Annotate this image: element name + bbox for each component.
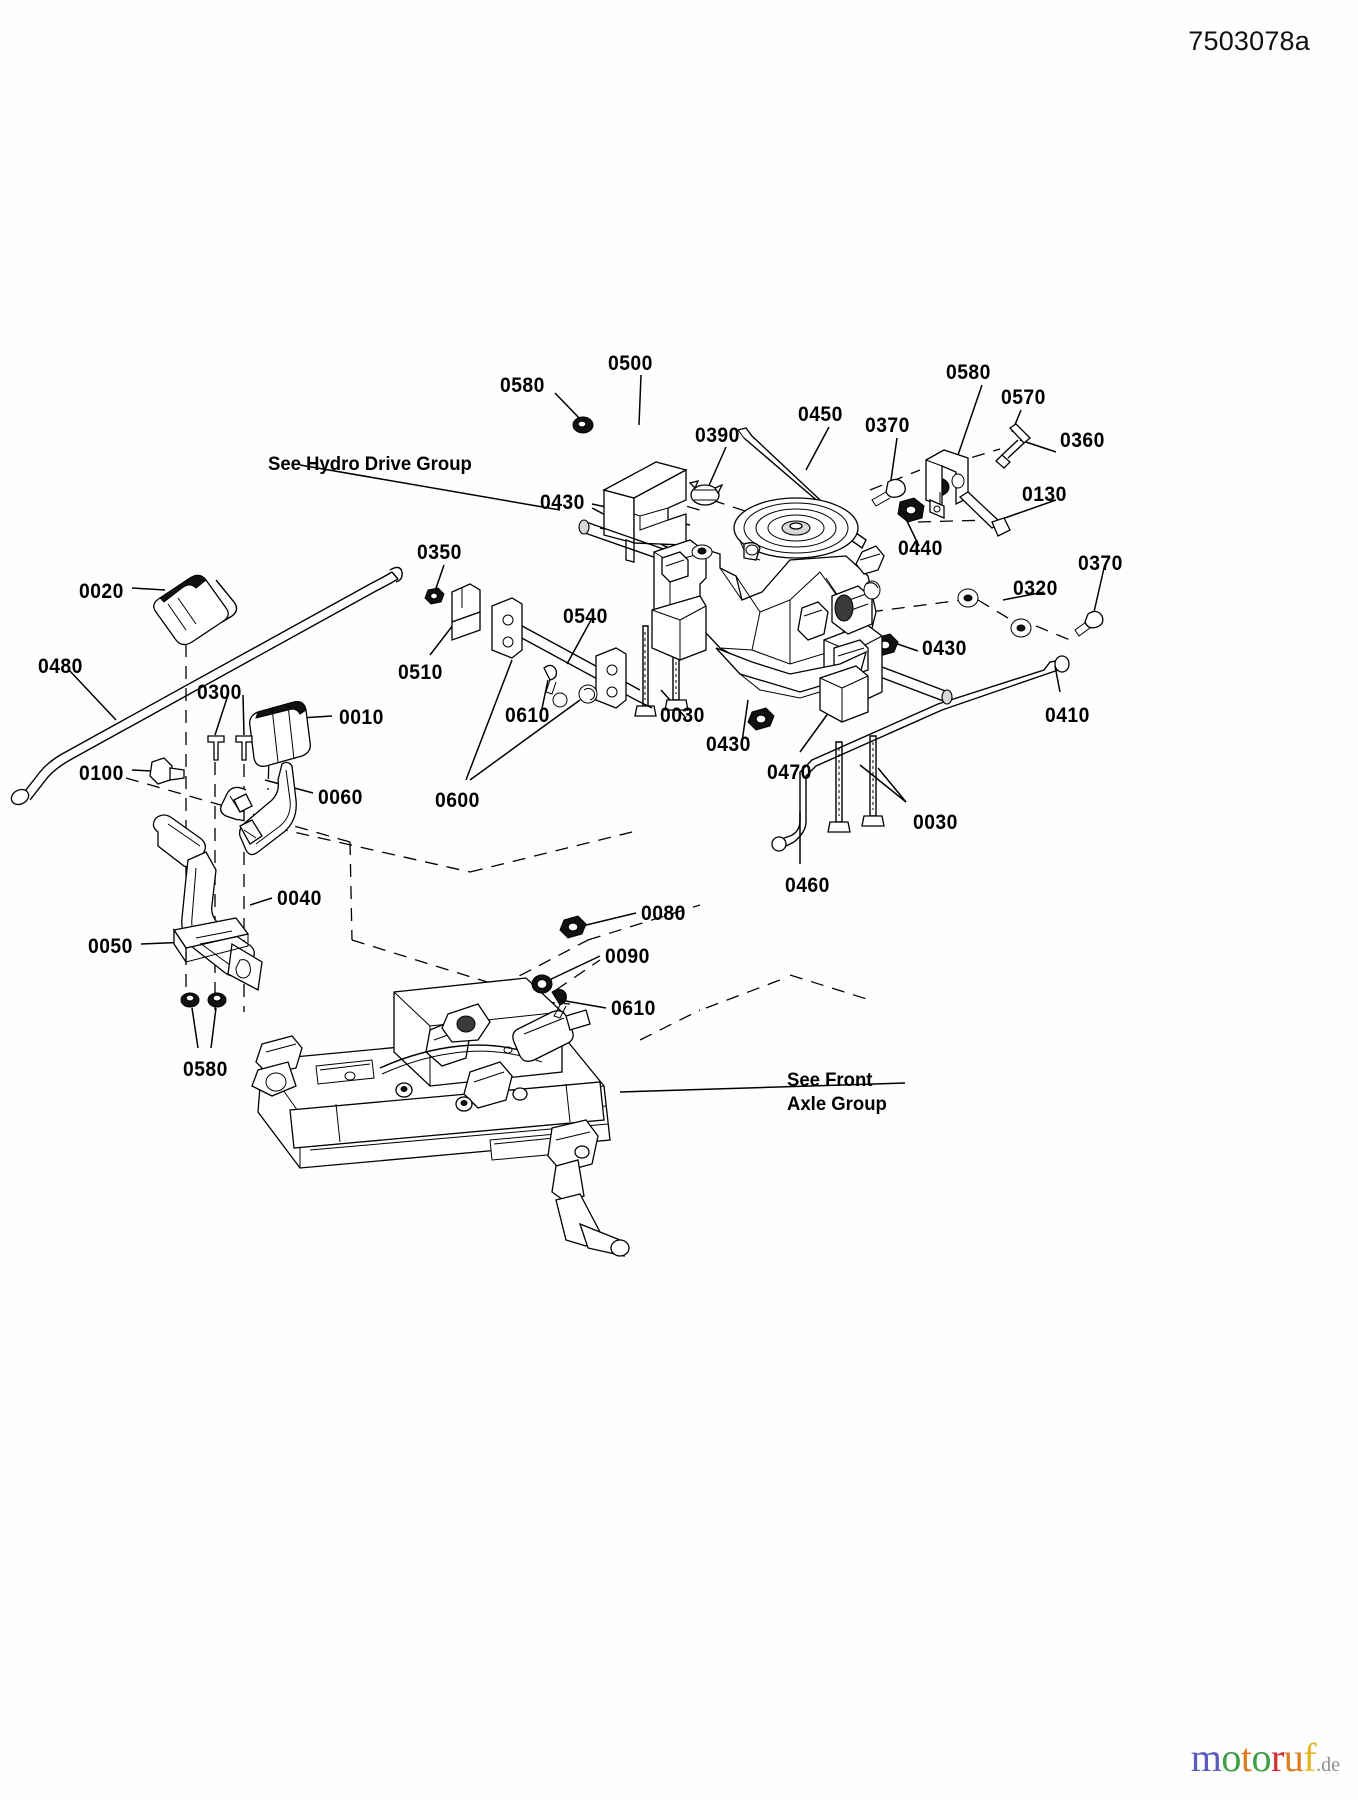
callout-0580-36: 0580 — [183, 1058, 228, 1081]
callout-0030-29: 0030 — [913, 811, 958, 834]
callout-0350-11: 0350 — [417, 541, 462, 564]
callout-0360-7: 0360 — [1060, 429, 1105, 452]
part-0350-nut — [424, 587, 445, 605]
callout-0580-1: 0580 — [500, 374, 545, 397]
part-0060-pedal-arm — [220, 761, 297, 856]
callout-0440-10: 0440 — [898, 537, 943, 560]
callout-0430-16: 0430 — [922, 637, 967, 660]
watermark-letter-2: t — [1240, 1735, 1252, 1780]
watermark-tld: .de — [1316, 1754, 1340, 1776]
part-0020-grip — [153, 574, 238, 646]
group-note-front-axle: See Front Axle Group — [787, 1069, 887, 1116]
callout-0030-20: 0030 — [660, 704, 705, 727]
part-0580-bushing-right — [926, 477, 950, 497]
callout-0500-0: 0500 — [608, 352, 653, 375]
callout-0390-6: 0390 — [695, 424, 740, 447]
callout-0040-31: 0040 — [277, 887, 322, 910]
callout-0300-21: 0300 — [197, 681, 242, 704]
watermark-letter-1: o — [1221, 1735, 1241, 1780]
callout-0610-19: 0610 — [505, 704, 550, 727]
part-0040-pivot-rod — [152, 814, 263, 992]
part-0570-bracket — [925, 449, 969, 519]
part-0470-bracket — [819, 665, 869, 723]
callout-0610-35: 0610 — [611, 997, 656, 1020]
motoruf-watermark: motoruf.de — [1191, 1738, 1340, 1778]
callout-0460-30: 0460 — [785, 874, 830, 897]
leader-lines — [68, 374, 1105, 1093]
callout-0430-9: 0430 — [540, 491, 585, 514]
transaxle-small-details — [855, 545, 885, 600]
part-0050-plate — [172, 917, 250, 965]
callout-0600-28: 0600 — [435, 789, 480, 812]
part-0430-rod-left — [578, 519, 673, 563]
part-0300-rivets — [207, 735, 253, 761]
part-0430-rod-right — [871, 663, 953, 705]
part-0580-bushing-upper-left — [572, 416, 594, 434]
part-0130-bolt — [958, 491, 1011, 537]
callout-0370-12: 0370 — [1078, 552, 1123, 575]
part-0370-clip-upper — [871, 478, 906, 507]
callout-0090-34: 0090 — [605, 945, 650, 968]
callout-0540-15: 0540 — [563, 605, 608, 628]
part-0370-clip-lower — [1074, 610, 1104, 637]
group-note-hydro-drive: See Hydro Drive Group — [268, 453, 472, 475]
callout-0450-4: 0450 — [798, 403, 843, 426]
part-0360-pin — [995, 423, 1031, 469]
callout-0470-26: 0470 — [767, 761, 812, 784]
part-0610-clips — [543, 664, 598, 708]
drawing-number: 7503078a — [1188, 26, 1310, 56]
callout-0130-8: 0130 — [1022, 483, 1067, 506]
part-0390-knob — [688, 480, 724, 506]
callout-0480-17: 0480 — [38, 655, 83, 678]
callout-0510-18: 0510 — [398, 661, 443, 684]
callout-0320-14: 0320 — [1013, 577, 1058, 600]
watermark-letter-4: r — [1270, 1735, 1284, 1780]
callout-0100-25: 0100 — [79, 762, 124, 785]
fasteners-0080-0090-0610 — [531, 915, 587, 1019]
part-0010-pedal-pad — [249, 701, 311, 767]
callout-0430-24: 0430 — [706, 733, 751, 756]
part-0450-rod — [737, 427, 867, 550]
callout-0580-2: 0580 — [946, 361, 991, 384]
callout-0410-23: 0410 — [1045, 704, 1090, 727]
part-0500-bracket — [602, 461, 688, 563]
callout-0020-13: 0020 — [79, 580, 124, 603]
transaxle-assembly — [651, 497, 883, 707]
watermark-letter-3: o — [1251, 1735, 1271, 1780]
callout-0060-27: 0060 — [318, 786, 363, 809]
callout-0050-33: 0050 — [88, 935, 133, 958]
watermark-letter-0: m — [1190, 1735, 1222, 1780]
part-0100-bolt — [149, 757, 185, 785]
callout-0080-32: 0080 — [641, 902, 686, 925]
part-0580-bushings-lower — [180, 992, 227, 1008]
callout-0570-3: 0570 — [1001, 386, 1046, 409]
part-0510-bracket — [451, 583, 481, 641]
callout-0370-5: 0370 — [865, 414, 910, 437]
front-axle-assembly — [251, 977, 630, 1257]
watermark-letter-6: f — [1303, 1735, 1317, 1780]
part-0440-nut — [897, 497, 925, 523]
callout-0010-22: 0010 — [339, 706, 384, 729]
watermark-letter-5: u — [1283, 1735, 1304, 1780]
